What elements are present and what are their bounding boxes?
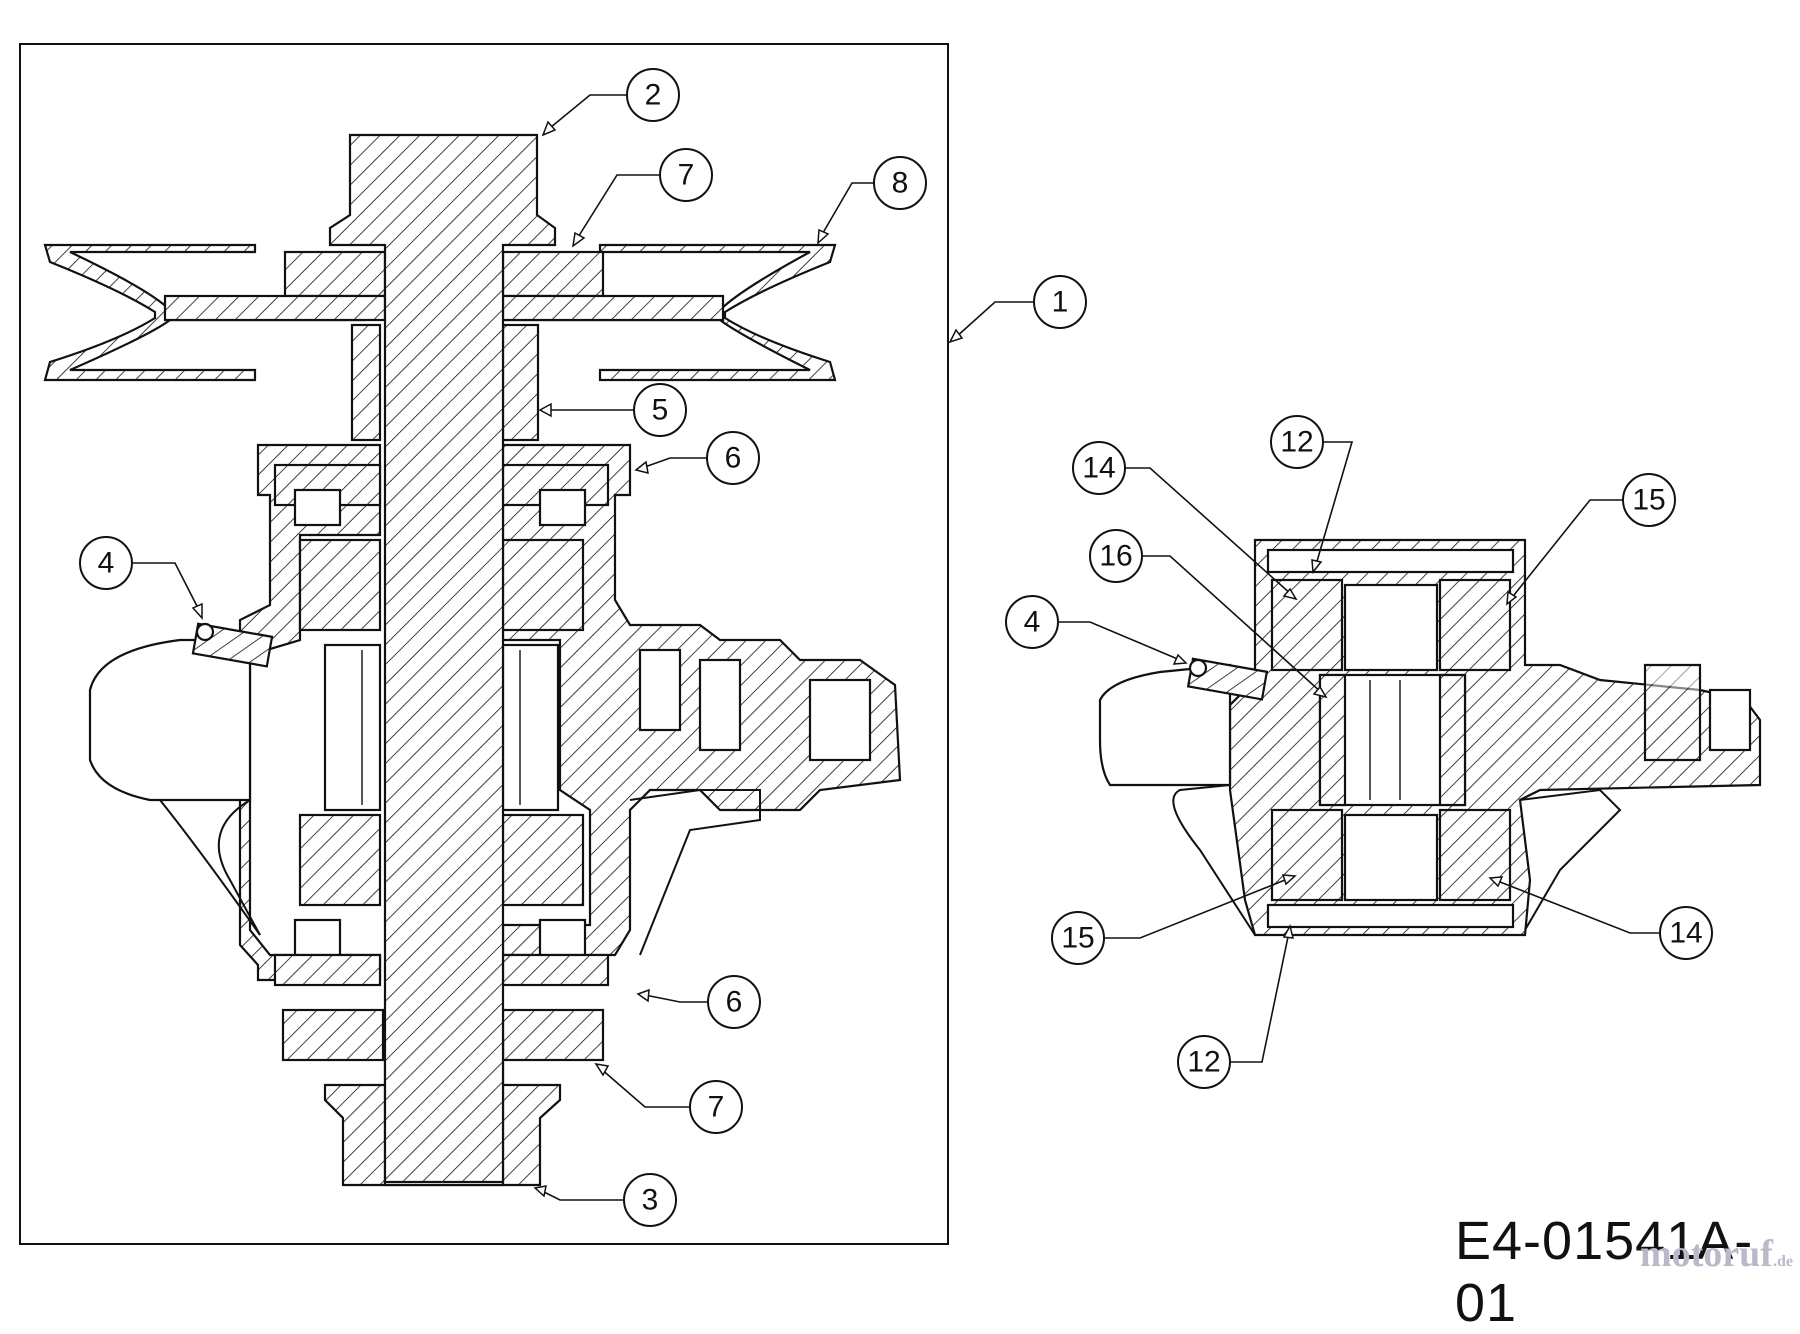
callout-label: 8: [892, 167, 909, 200]
right-assembly: [1098, 538, 1762, 937]
watermark-tld: .de: [1772, 1253, 1793, 1270]
bearing-part-lower: [273, 813, 610, 987]
pulley-part: [43, 243, 837, 382]
spacer-part-right: [501, 323, 540, 442]
washer-part-lower: [281, 1008, 385, 1062]
spindle-housing-part: [88, 443, 902, 982]
callout-label: 15: [1632, 484, 1665, 517]
left-assembly: [19, 43, 949, 1245]
callout-circle: [626, 68, 680, 122]
housing-shell-right: [1098, 663, 1232, 787]
callout-label: 16: [1099, 540, 1132, 573]
assembly-frame: [19, 43, 949, 1245]
callout-label: 1: [1052, 286, 1069, 319]
spacer-tube-part-right: [501, 643, 560, 812]
callout-label: 3: [642, 1184, 659, 1217]
callout-label: 7: [678, 159, 695, 192]
callout-label: 15: [1061, 922, 1094, 955]
callout-label: 2: [645, 79, 662, 112]
washer-part-lower-right: [501, 1008, 605, 1062]
callouts-right: 12 14 15 16 4 15 14 12: [1005, 415, 1713, 1089]
watermark-logo: motoruf.de: [1640, 1232, 1793, 1276]
callout-label: 14: [1082, 452, 1115, 485]
exploded-parts-diagram: 2 7 8 1 5 6 4 6: [19, 43, 1762, 1245]
callout-label: 12: [1187, 1046, 1220, 1079]
callout-label: 4: [1024, 606, 1041, 639]
callout-label: 5: [652, 394, 669, 427]
watermark-text: motoruf: [1640, 1233, 1773, 1275]
bearing-cup-top-right: [1266, 548, 1515, 574]
callout-label: 14: [1669, 917, 1702, 950]
shaft-part: [328, 133, 557, 1184]
callout-label: 6: [726, 986, 743, 1019]
spacer-part: [350, 323, 382, 442]
callout-label: 4: [98, 547, 115, 580]
bearing-cup-bottom-right: [1266, 903, 1515, 929]
spacer-tube-part: [323, 643, 382, 812]
grease-fitting-right: [1186, 657, 1269, 701]
callouts-left: 2 7 8 1 5 6 4 6: [79, 68, 1087, 1227]
callout-label: 7: [708, 1091, 725, 1124]
callout-label: 12: [1280, 426, 1313, 459]
callout-label: 6: [725, 442, 742, 475]
grease-fitting-part: [191, 622, 274, 668]
bearing-part-upper: [273, 463, 610, 632]
